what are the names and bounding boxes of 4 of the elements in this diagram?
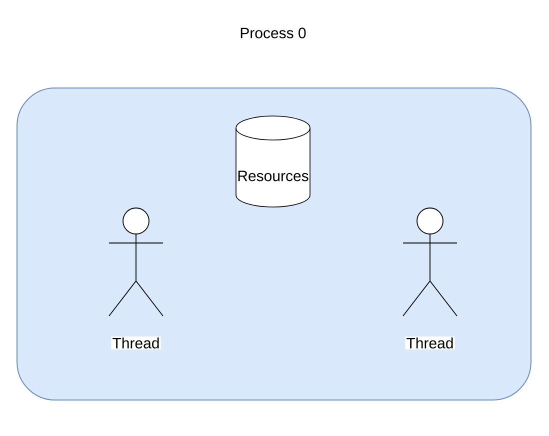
figure-label: Thread: [405, 336, 455, 350]
database-cylinder: Resources: [236, 116, 310, 208]
figure-label: Thread: [111, 336, 161, 350]
node-label: Process 0: [240, 28, 306, 38]
